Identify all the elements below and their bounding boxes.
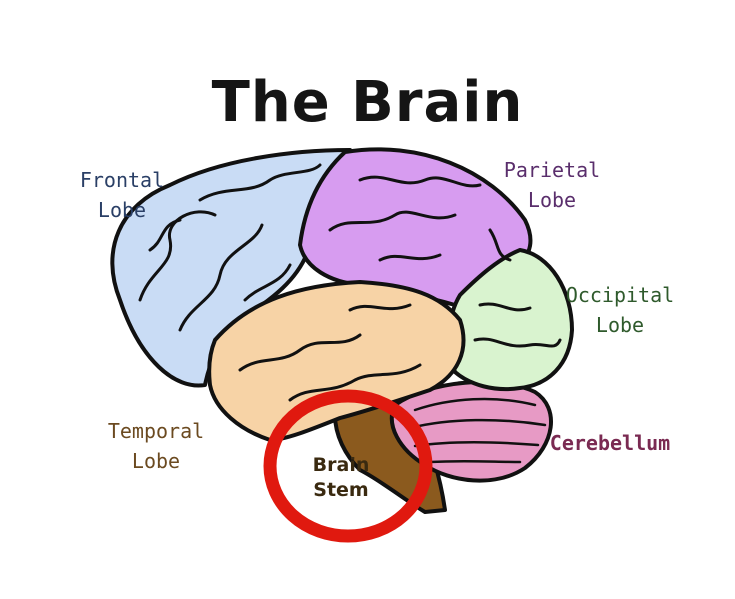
fold-line [408,418,547,430]
parietal-lobe-label-line: Parietal [503,158,601,182]
brain-stem-label-line: Brain [312,454,370,476]
cerebellum-label: Cerebellum [540,428,680,458]
parietal-lobe-label-line: Lobe [527,188,577,212]
brain-stem-label-line: Stem [313,479,369,501]
gyrus-line [148,218,182,252]
gyrus-line [378,253,442,262]
temporal-lobe-label-line: Lobe [131,449,181,473]
gyrus-line [238,333,362,372]
occipital-lobe-label-line: Occipital [565,283,675,307]
occipital-lobe-region [446,248,574,392]
gyrus-line [488,228,512,262]
occipital-lobe-label-line: Lobe [595,313,645,337]
red-circle-icon [263,389,433,543]
frontal-lobe-label: Frontal Lobe [62,165,182,225]
parietal-lobe-label: Parietal Lobe [492,155,612,215]
temporal-lobe-label: Temporal Lobe [86,416,226,476]
temporal-lobe-label-line: Temporal [107,419,205,443]
gyrus-line [473,337,562,348]
brain-stem-label: Brain Stem [296,453,386,503]
gyrus-line [178,223,264,332]
fold-line [413,397,537,412]
gyrus-line [198,163,322,202]
frontal-lobe-label-line: Frontal [79,168,165,192]
gyri-lines [138,163,562,402]
temporal-lobe-region [207,280,466,442]
gyrus-line [348,303,412,312]
gyrus-line [478,302,532,312]
gyrus-line [243,263,292,302]
fold-line [428,459,522,464]
occipital-lobe-label: Occipital Lobe [560,280,680,340]
gyrus-line [328,210,457,232]
gyrus-line [288,363,422,402]
gyrus-line [358,175,482,188]
cerebellum-label-text: Cerebellum [549,431,671,455]
frontal-lobe-label-line: Lobe [97,198,147,222]
page-title: The Brain [211,70,524,135]
gyrus-line [138,210,217,302]
